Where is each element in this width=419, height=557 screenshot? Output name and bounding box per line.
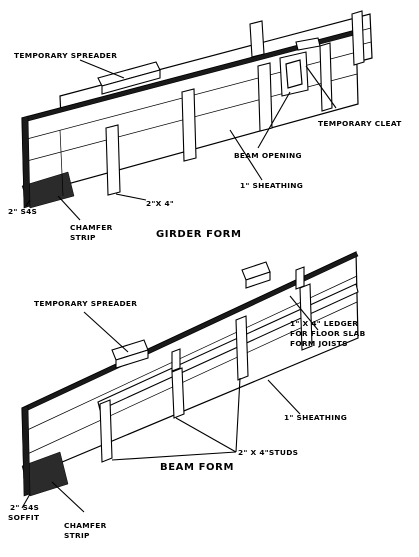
girder-label-stud: 2"X 4" <box>146 199 174 208</box>
beam-label-sheathing: 1" SHEATHING <box>284 413 347 422</box>
beam-label-ledger-2: FOR FLOOR SLAB <box>290 329 366 338</box>
beam-ledger <box>97 283 359 411</box>
girder-label-beam-opening: BEAM OPENING <box>234 151 302 160</box>
beam-label-chamfer-2: STRIP <box>64 531 90 540</box>
girder-leaders <box>25 59 337 221</box>
beam-label-s4s-2: SOFFIT <box>8 513 39 522</box>
beam-leaders <box>21 295 319 513</box>
girder-label-s4s: 2" S4S <box>8 207 37 216</box>
beam-studs <box>99 283 313 463</box>
beam-label-ledger-1: 1" X 4" LEDGER <box>290 319 358 328</box>
beam-form-drawing <box>21 251 359 497</box>
beam-label-s4s-1: 2" S4S <box>10 503 39 512</box>
girder-form-title: GIRDER FORM <box>156 229 242 240</box>
beam-form-title: BEAM FORM <box>160 462 234 473</box>
girder-label-sheathing: 1" SHEATHING <box>240 181 303 190</box>
beam-label-chamfer-1: CHAMFER <box>64 521 107 530</box>
beam-label-studs: 2" X 4"STUDS <box>238 448 298 457</box>
girder-studs <box>105 10 365 196</box>
girder-label-temporary-spreader: TEMPORARY SPREADER <box>14 51 117 60</box>
girder-label-chamfer-2: STRIP <box>70 233 96 242</box>
beam-label-temporary-spreader: TEMPORARY SPREADER <box>34 299 137 308</box>
girder-form-drawing <box>21 10 373 209</box>
girder-label-chamfer-1: CHAMFER <box>70 223 113 232</box>
beam-label-ledger-3: FORM JOISTS <box>290 339 348 348</box>
girder-label-temporary-cleat: TEMPORARY CLEAT <box>318 119 402 128</box>
